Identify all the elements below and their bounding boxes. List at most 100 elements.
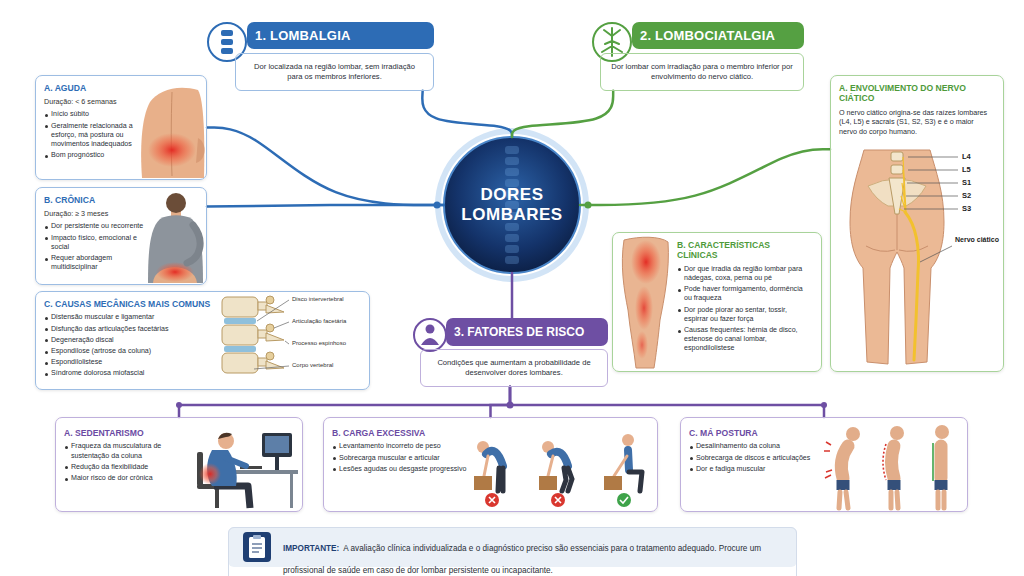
chronic-pain-figure <box>148 193 203 283</box>
central-circle-art <box>438 131 586 279</box>
bullet-item: Desalinhamento da coluna <box>689 442 821 451</box>
part-label: Processo espinhoso <box>292 340 346 346</box>
bullet-item: Dor que irradia da região lombar para ná… <box>677 265 811 283</box>
topic-title: 2. LOMBOCIATALGIA <box>632 22 804 49</box>
central-circle-art <box>505 223 519 231</box>
junction-dots <box>434 202 441 209</box>
info-card: B. CARGA EXCESSIVA Levantamento incorreto… <box>323 417 658 512</box>
sitting-person-illustration <box>265 436 289 453</box>
body-text: O nervo ciático origina-se das raízes lo… <box>839 108 993 137</box>
card-heading: B. CRÔNICA <box>44 195 144 205</box>
posture-figures-illustration <box>890 426 904 440</box>
info-card: B. CRÔNICADuração: ≥ 3 mesesDor persiste… <box>35 187 207 285</box>
topic-description: Dor localizada na região lombar, sem irr… <box>235 53 434 91</box>
bullet-item: Pode haver formigamento, dormência ou fr… <box>677 285 811 303</box>
topic-title: 3. FATORES DE RISCO <box>446 318 608 346</box>
chronic-pain-figure <box>187 225 200 263</box>
info-card: A. SEDENTARISMOFraqueza da musculatura d… <box>55 417 303 512</box>
spine-illustration <box>266 305 284 369</box>
lifting-figures-illustration <box>489 497 495 503</box>
branch-connector <box>179 387 510 417</box>
duration-text: Duração: < 6 semanas <box>44 97 136 106</box>
clipboard-icon <box>253 535 261 539</box>
posture-figures-illustration <box>846 427 860 441</box>
sitting-person-illustration <box>290 474 293 508</box>
nerve-icon <box>602 28 622 56</box>
central-circle-art <box>438 131 586 279</box>
spine-icon <box>221 30 233 36</box>
posture-figures-illustration <box>892 446 895 478</box>
sciatic-body-illustration <box>891 165 903 174</box>
bullet-item: Dor pode piorar ao sentar, tossir, espir… <box>677 306 811 324</box>
leg-pain-illustration <box>636 331 648 359</box>
card-heading: B. CARGA EXCESSIVA <box>332 428 472 438</box>
junction-dots <box>585 202 592 209</box>
lifting-figures-illustration <box>498 468 503 491</box>
central-circle-art <box>505 168 519 176</box>
nerve-icon <box>593 23 631 61</box>
topic-description: Dor lombar com irradiação para o membro … <box>600 53 804 91</box>
lifting-figures-illustration <box>620 497 628 503</box>
topic-header: 1. LOMBALGIA Dor localizada na região lom… <box>207 22 434 91</box>
card-heading: C. MÁ POSTURA <box>689 428 821 438</box>
lifting-figures-illustration <box>474 476 492 490</box>
spine-icon <box>208 23 246 61</box>
back-pain-figure <box>196 138 205 163</box>
back-pain-figure <box>148 133 196 167</box>
lifting-figures-illustration <box>551 493 565 507</box>
spine-illustration <box>254 300 289 369</box>
central-circle-art <box>505 157 519 165</box>
card-heading: B. CARACTERÍSTICAS CLÍNICAS <box>677 240 811 261</box>
nerve-icon <box>593 23 631 61</box>
lifting-figures-illustration <box>617 493 631 507</box>
posture-figures-illustration <box>888 480 901 490</box>
lifting-figures-illustration <box>614 456 627 476</box>
posture-figures-illustration <box>891 492 898 508</box>
card-heading: A. AGUDA <box>44 83 136 93</box>
topic-title: 1. LOMBALGIA <box>247 22 434 49</box>
bullet-item: Dor e fadiga muscular <box>689 465 821 474</box>
lifting-figures-illustration <box>484 456 488 476</box>
bullet-item: Lesões agudas ou desgaste progressivo <box>332 465 472 474</box>
info-card: B. CARACTERÍSTICAS CLÍNICAS Dor que irrad… <box>612 232 822 372</box>
spine-illustration <box>222 296 289 373</box>
posture-figures-illustration <box>935 425 949 439</box>
bullet-item: Degeneração discal <box>44 336 222 345</box>
note-heading: IMPORTANTE: <box>283 544 339 553</box>
leg-pain-illustration <box>631 240 661 284</box>
central-topic: DORES LOMBARES <box>444 137 580 273</box>
part-label: Disco intervertebral <box>292 296 344 302</box>
clipboard-icon <box>243 532 271 562</box>
topic-header: 2. LOMBOCIATALGIA Dor lombar com irradiaç… <box>592 22 804 91</box>
sciatic-body-illustration <box>905 212 918 360</box>
part-label: S1 <box>962 178 971 187</box>
leg-pain-illustration <box>635 286 653 330</box>
spine-icon <box>208 23 246 61</box>
central-circle-art <box>505 256 519 264</box>
posture-figures-illustration <box>841 446 848 478</box>
bullet-item: Sobrecarga de discos e articulações <box>689 454 821 463</box>
connector-group <box>179 91 830 417</box>
branch-connector <box>512 91 613 137</box>
part-label: Articulação facetária <box>292 318 346 324</box>
card-heading: A. ENVOLVIMENTO DO NERVO CIÁTICO <box>839 83 993 104</box>
sitting-person-illustration <box>197 433 298 508</box>
bullet-item: Levantamento incorreto de peso <box>332 442 472 451</box>
spine-illustration <box>266 296 274 304</box>
central-title: DORES LOMBARES <box>457 185 567 224</box>
central-circle-art <box>505 234 519 242</box>
topic-header: 3. FATORES DE RISCOCondições que aumenta… <box>412 318 608 387</box>
bullet-item: Fraqueza da musculatura de sustentação d… <box>64 442 189 460</box>
posture-figures-illustration <box>935 480 948 490</box>
lifting-figures-illustration <box>562 468 572 491</box>
person-icon <box>414 319 446 351</box>
bullet-item: Início súbito <box>44 110 136 119</box>
clipboard-icon <box>243 532 271 562</box>
bullet-item: Causas frequentes: hérnia de disco, este… <box>677 326 811 354</box>
junction-dots <box>507 402 514 409</box>
bullet-item: Dor persistente ou recorrente <box>44 222 144 231</box>
sitting-person-illustration <box>199 463 221 485</box>
lifting-figures-illustration <box>474 434 642 507</box>
branch-connector <box>207 205 444 207</box>
